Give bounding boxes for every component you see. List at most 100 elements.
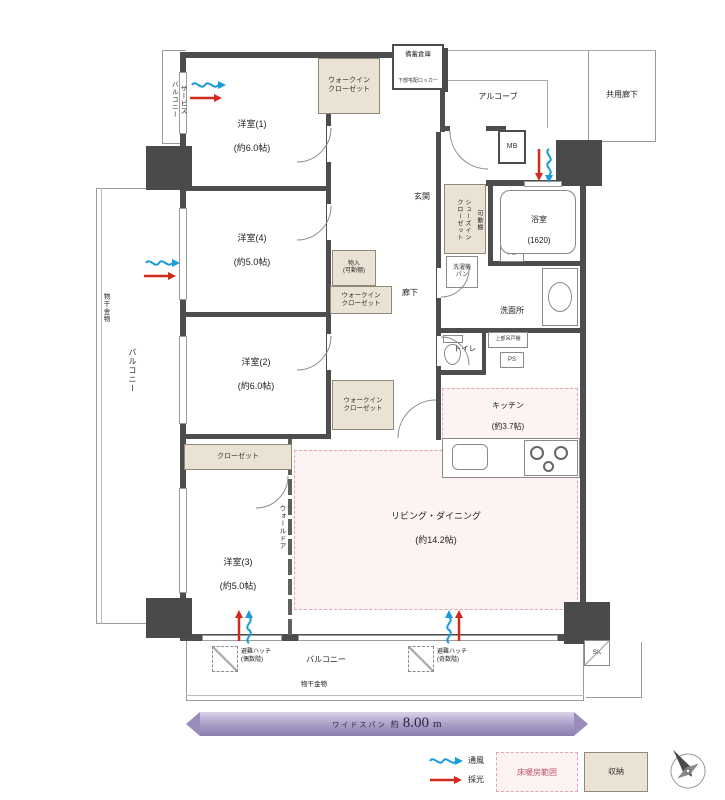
escape-hatch-odd [408,646,434,672]
escape-hatch-even [212,646,238,672]
legend-storage-label: 収納 [608,767,624,776]
wall-bedroom4-2 [184,312,330,317]
walk-in-closet-2-label: ウォークイン クローゼット [341,291,381,307]
living-dining-label: リビング・ダイニング (約14.2帖) [360,498,512,559]
wall-entry-vertical [440,88,445,132]
door-gap-bedroom2 [327,334,331,370]
span-unit: m [433,718,442,730]
bedroom1-label: 洋室(1) (約6.0帖) [200,106,304,167]
bedroom3-size: (約5.0帖) [219,581,257,592]
wall-door-partition [288,439,292,635]
ventilation-arrowhead [245,610,253,618]
legend-floor-heating-box: 床暖房範囲 [496,752,578,792]
bedroom3-label: 洋室(3) (約5.0帖) [186,544,290,605]
hallway-label: 廊下 [402,288,418,297]
wall-bedroom1-4 [184,186,330,191]
window-bedroom4 [179,208,187,300]
wall-toilet-right [482,332,486,374]
daylight-arrowhead [455,610,463,618]
ventilation-icon [429,757,463,765]
pipe-space-2: PS [500,352,524,368]
monoire-label: 物入 (可動棚) [343,260,365,275]
span-approx: 約 [390,720,399,729]
legend-floor-heating-label: 床暖房範囲 [517,767,557,777]
wall-washroom-bottom [436,328,586,333]
laundry-hardware-bottom-label: 物干金物 [301,681,327,688]
daylight-icon [430,776,462,784]
outer-top-line [444,50,656,51]
span-bar: ワイドスパン 約 8.00 m [200,712,574,736]
span-arrow-right [574,712,588,736]
pipe-space-2-label: PS [507,356,516,363]
bedroom2-size: (約6.0帖) [237,381,275,392]
meter-box: MB [498,130,526,164]
balcony-bottom-label: バルコニー [306,655,346,664]
bedroom1-name: 洋室(1) [237,119,267,130]
bedroom2-label: 洋室(2) (約6.0帖) [204,344,308,405]
door-gap-bedroom4 [327,204,331,240]
kitchen-name: キッチン [492,400,524,410]
alcove-area [446,80,548,128]
escape-hatch-even-label: 避難ハッチ (偶数階) [241,649,272,664]
washbasin [548,282,572,312]
door-gap-entrance [450,126,486,131]
bedroom1-size: (約6.0帖) [233,143,271,154]
wall-right [580,186,586,606]
balcony-bottom-rail [186,695,584,696]
wall-bath-bottom [488,261,586,266]
balcony-bottom-area [186,641,584,701]
washer-pan-box: 洗濯機 パン [446,256,478,288]
wall-toilet-bottom [436,370,486,375]
legend-daylight-label: 採光 [468,775,484,784]
wall-left [180,52,186,602]
upper-cabinet-box: 上部吊戸棚 [488,332,528,348]
living-dining-name: リビング・ダイニング [390,511,481,522]
door-arc-entrance [449,130,489,170]
column-bottom-right [564,602,610,644]
column-storage [440,48,448,92]
arrow-set-bathroom [535,148,553,183]
ventilation-arrowhead [218,81,226,89]
stove-burner-1 [530,446,544,460]
door-gap-bedroom1 [327,126,331,162]
bedroom4-label: 洋室(4) (約5.0帖) [200,220,304,281]
bathroom-size: (1620) [527,236,551,246]
ventilation-arrowhead [445,610,453,618]
alcove-label: アルコーブ [478,92,518,101]
span-label: ワイドスパン [332,722,387,729]
shoes-in-closet-box [444,184,486,254]
service-balcony-label: サービス バルコニー [170,81,186,119]
monoire-box: 物入 (可動棚) [332,250,376,286]
stove-burner-2 [554,446,568,460]
bedroom3-name: 洋室(3) [223,557,253,568]
span-value: 8.00 [402,715,430,731]
window-living-bottom [298,635,558,641]
floor-heating-area-living [294,450,578,610]
balcony-left-label: バルコニー [128,347,137,393]
living-dining-size: (約14.2帖) [415,535,457,546]
closet-box: クローゼット [184,444,292,470]
door-gap-washroom [437,268,441,298]
compass-icon [670,749,706,789]
ventilation-arrow [191,82,219,88]
walk-in-closet-3: ウォークイン クローゼット [332,380,394,430]
bathroom-name: 浴室 [531,214,547,224]
entrance-label: 玄関 [414,192,430,201]
wall-bath-left [488,186,493,266]
bathtub [500,190,576,254]
wall-bedroom2-3 [184,434,330,439]
washroom-label: 洗面所 [500,306,524,315]
slop-sink-box: SK [584,640,610,666]
service-balcony-area [162,50,186,144]
toilet-tank [443,335,463,343]
stock-room-label: 備蓄倉庫 下部宅配ロッカー [398,31,438,102]
movable-shelf-label: 可動棚 [476,209,482,231]
wall-hall-left [326,52,331,439]
column-top-left [146,146,192,190]
arrow-set-bedroom1 [190,81,226,102]
ventilation-arrow [546,148,552,176]
slop-sink-label: SK [592,649,602,657]
laundry-hardware-left-label: 物干金物 [102,293,109,323]
bedroom4-name: 洋室(4) [237,233,267,244]
column-bottom-left [146,598,192,638]
